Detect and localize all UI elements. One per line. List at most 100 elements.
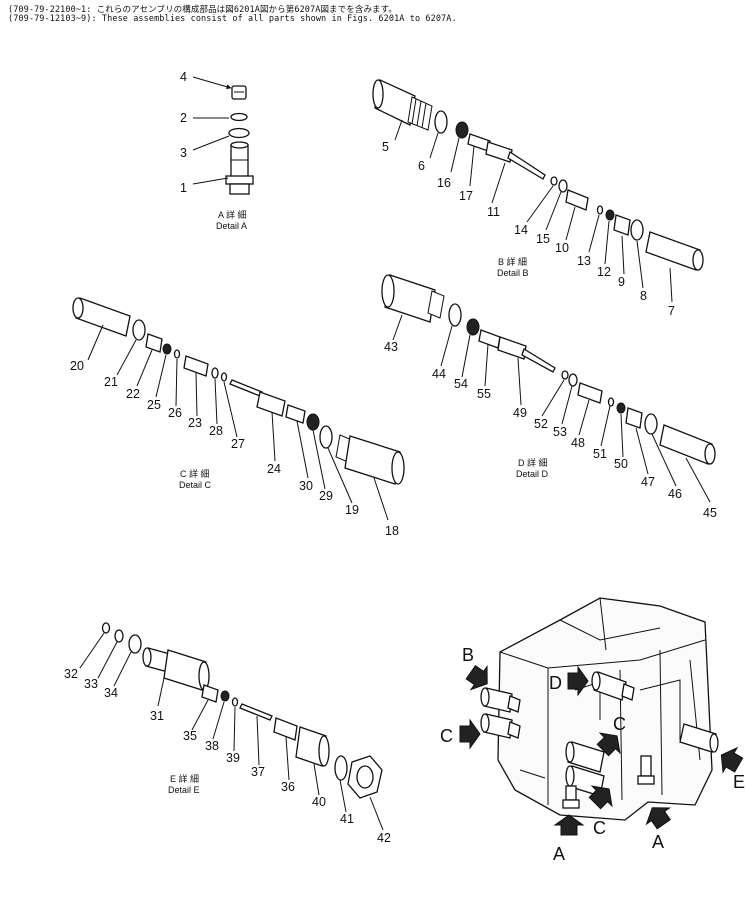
part-8-ring: [630, 219, 644, 241]
valve-port-a-left: [562, 785, 580, 809]
callout-d-49: 49: [513, 406, 527, 420]
part-15-ring: [558, 179, 568, 193]
part-25-ball: [162, 343, 172, 355]
part-44-ring: [448, 303, 462, 327]
part-1-body: [225, 141, 254, 195]
part-34-ring: [128, 634, 142, 654]
valve-port-c-left: [480, 713, 521, 739]
part-47-piston: [625, 407, 643, 429]
callout-c-20: 20: [70, 359, 84, 373]
valve-marker-d: D: [549, 673, 562, 693]
callout-b-14: 14: [514, 223, 528, 237]
callout-e-32: 32: [64, 667, 78, 681]
part-24-spool: [229, 379, 286, 417]
pointer-arrow-icon: [596, 732, 621, 757]
callout-d-54: 54: [454, 377, 468, 391]
valve-marker-a-left: A: [553, 844, 565, 864]
callout-d-44: 44: [432, 367, 446, 381]
callout-d-51: 51: [593, 447, 607, 461]
part-32-ring: [101, 622, 111, 634]
valve-marker-e: E: [733, 772, 745, 792]
part-51-ring: [607, 397, 615, 407]
callout-d-48: 48: [571, 436, 585, 450]
header-line-en: (709-79-12103~9): These assemblies consi…: [8, 14, 457, 24]
detail-d-caption-jp: D 詳 細: [518, 457, 548, 468]
callout-d-52: 52: [534, 417, 548, 431]
detail-d-group: 43 44 54 55 49 52 53 48 51 50 47 46 45 D…: [381, 274, 717, 520]
callout-c-26: 26: [168, 406, 182, 420]
part-45-plug: [659, 424, 716, 465]
detail-e-caption-jp: E 詳 細: [170, 773, 199, 784]
part-28-ring: [211, 367, 219, 379]
pointer-arrow-icon: [459, 718, 481, 750]
callout-c-28: 28: [209, 424, 223, 438]
callout-b-10: 10: [555, 241, 569, 255]
callout-d-46: 46: [668, 487, 682, 501]
callout-c-27: 27: [231, 437, 245, 451]
part-18-cap: [335, 434, 405, 485]
callout-c-19: 19: [345, 503, 359, 517]
pointer-arrow-icon: [588, 785, 613, 810]
callout-b-17: 17: [459, 189, 473, 203]
part-4-plug: [231, 85, 247, 100]
valve-port-a-right: [637, 755, 655, 785]
detail-e-caption-en: Detail E: [168, 785, 200, 795]
valve-marker-c-bottom: C: [593, 818, 606, 838]
part-37-pin: [239, 703, 273, 721]
callout-d-43: 43: [384, 340, 398, 354]
callout-e-38: 38: [205, 739, 219, 753]
part-29-washer: [306, 413, 320, 431]
part-20-plug: [72, 297, 131, 337]
part-39-ring: [231, 697, 239, 707]
part-48-spring: [577, 382, 603, 404]
callout-d-47: 47: [641, 475, 655, 489]
detail-c-caption-jp: C 詳 細: [180, 468, 210, 479]
callout-b-16: 16: [437, 176, 451, 190]
part-41-ring: [334, 755, 348, 781]
part-46-ring: [644, 413, 658, 435]
callout-b-13: 13: [577, 254, 591, 268]
part-14-ring: [550, 176, 558, 186]
detail-a-caption-jp: A 詳 細: [218, 209, 247, 220]
detail-c-group: 20 21 22 25 26 23 28 27 24 30 29 19 18 C…: [70, 297, 405, 538]
callout-e-31: 31: [150, 709, 164, 723]
part-31-body: [142, 647, 210, 691]
part-5-cap: [372, 79, 433, 131]
callout-a-1: 1: [180, 181, 187, 195]
part-52-ring: [561, 370, 569, 380]
detail-a-group: 4 2 3 1 A 詳 細 Detail A: [180, 70, 254, 231]
detail-b-group: 5 6 16 17 11 14 15 10 13 12 9 8 7 B 詳 細 …: [372, 79, 704, 318]
callout-b-15: 15: [536, 232, 550, 246]
part-19-ring: [319, 425, 333, 449]
detail-e-group: 32 33 34 31 35 38 39 37 36 40 41 42 E 詳 …: [64, 622, 391, 845]
callout-d-55: 55: [477, 387, 491, 401]
callout-e-33: 33: [84, 677, 98, 691]
pointer-arrow-icon: [567, 665, 589, 697]
part-26-ring: [173, 349, 181, 359]
part-35-piston: [201, 684, 219, 703]
valve-marker-a-right: A: [652, 832, 664, 852]
callout-e-34: 34: [104, 686, 118, 700]
part-11-spool: [485, 141, 546, 180]
callout-b-12: 12: [597, 265, 611, 279]
callout-c-21: 21: [104, 375, 118, 389]
callout-e-39: 39: [226, 751, 240, 765]
part-22-piston: [145, 333, 163, 353]
part-13-ring: [596, 205, 604, 215]
callout-c-23: 23: [188, 416, 202, 430]
callout-d-50: 50: [614, 457, 628, 471]
detail-a-caption-en: Detail A: [216, 221, 247, 231]
part-50-ball: [616, 402, 626, 414]
part-30-spring: [285, 404, 306, 424]
part-9-piston: [613, 214, 631, 236]
callout-e-37: 37: [251, 765, 265, 779]
part-54-washer: [466, 318, 480, 336]
part-12-ball: [605, 209, 615, 221]
callout-b-7: 7: [668, 304, 675, 318]
callout-b-8: 8: [640, 289, 647, 303]
callout-b-9: 9: [618, 275, 625, 289]
pointer-arrow-icon: [465, 664, 488, 691]
part-53-ring: [568, 373, 578, 387]
detail-d-caption-en: Detail D: [516, 469, 549, 479]
